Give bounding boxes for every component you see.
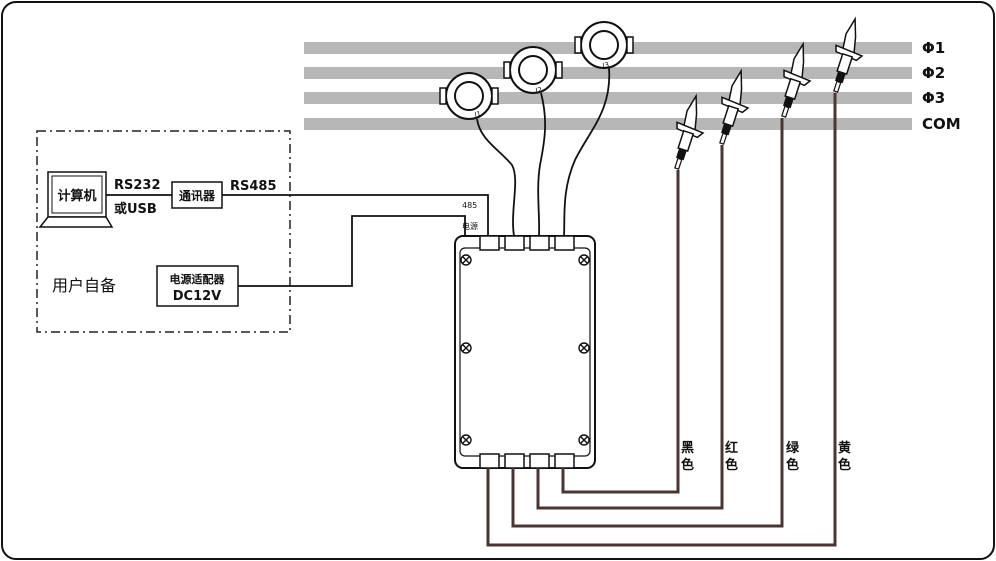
ct-wire-i1 [476,118,517,237]
power-wire [238,215,466,287]
computer-label: 计算机 [57,188,96,204]
clip-color-red-1: 红 [725,440,738,456]
clip-red-icon [719,68,750,145]
terminal-power-label: 电源 [462,221,478,231]
or-usb-label: 或USB [114,201,157,217]
ct-wire-i3 [563,67,611,237]
clip-color-red-2: 色 [725,457,738,473]
clip-color-black-1: 黑 [681,441,694,456]
phase-label-2: Φ2 [922,64,945,82]
clip-yellow-icon [833,16,864,93]
lead-wire-red [536,145,724,510]
top-connectors [479,235,575,251]
clip-black-icon [674,93,705,170]
power-adapter-label: 电源适配器 [170,272,226,286]
ct-label-i3: I3 [602,61,610,70]
computer-icon [38,171,114,228]
phase-label-1: Φ1 [922,39,945,57]
power-adapter-voltage: DC12V [173,289,221,304]
current-transformer-i1 [439,72,499,120]
clip-color-black-2: 色 [681,457,694,473]
clip-color-yellow-2: 色 [838,457,851,473]
current-transformer-i3 [574,21,634,69]
bottom-connectors [479,453,575,469]
phase-label-com: COM [922,115,961,133]
screw-icons [460,254,590,446]
comm-converter-label: 通讯器 [179,188,216,203]
lead-wire-black [561,170,680,494]
ct-label-i1: I1 [474,110,482,119]
lead-wire-yellow [486,93,837,547]
clip-color-green-1: 绿 [786,440,800,456]
clip-color-yellow-1: 黄 [838,440,851,456]
meter-device [454,235,596,469]
clip-green-icon [781,41,812,118]
rs485-wire [222,194,489,236]
current-transformer-i2 [503,46,563,94]
power-adapter-box [156,265,239,307]
comm-converter-box [171,181,223,209]
clip-color-green-2: 色 [786,457,799,473]
voltage-lead-wires [486,93,837,547]
rs232-label: RS232 [114,178,161,193]
ct-label-i2: I2 [535,86,543,95]
terminal-485-label: 485 [462,201,477,210]
phase-bar-com [304,118,912,130]
rs485-label: RS485 [230,179,277,194]
lead-wire-green [511,118,784,528]
ct-wire-i2 [537,92,547,237]
phase-label-3: Φ3 [922,89,945,107]
user-section-label: 用户自备 [52,276,116,295]
